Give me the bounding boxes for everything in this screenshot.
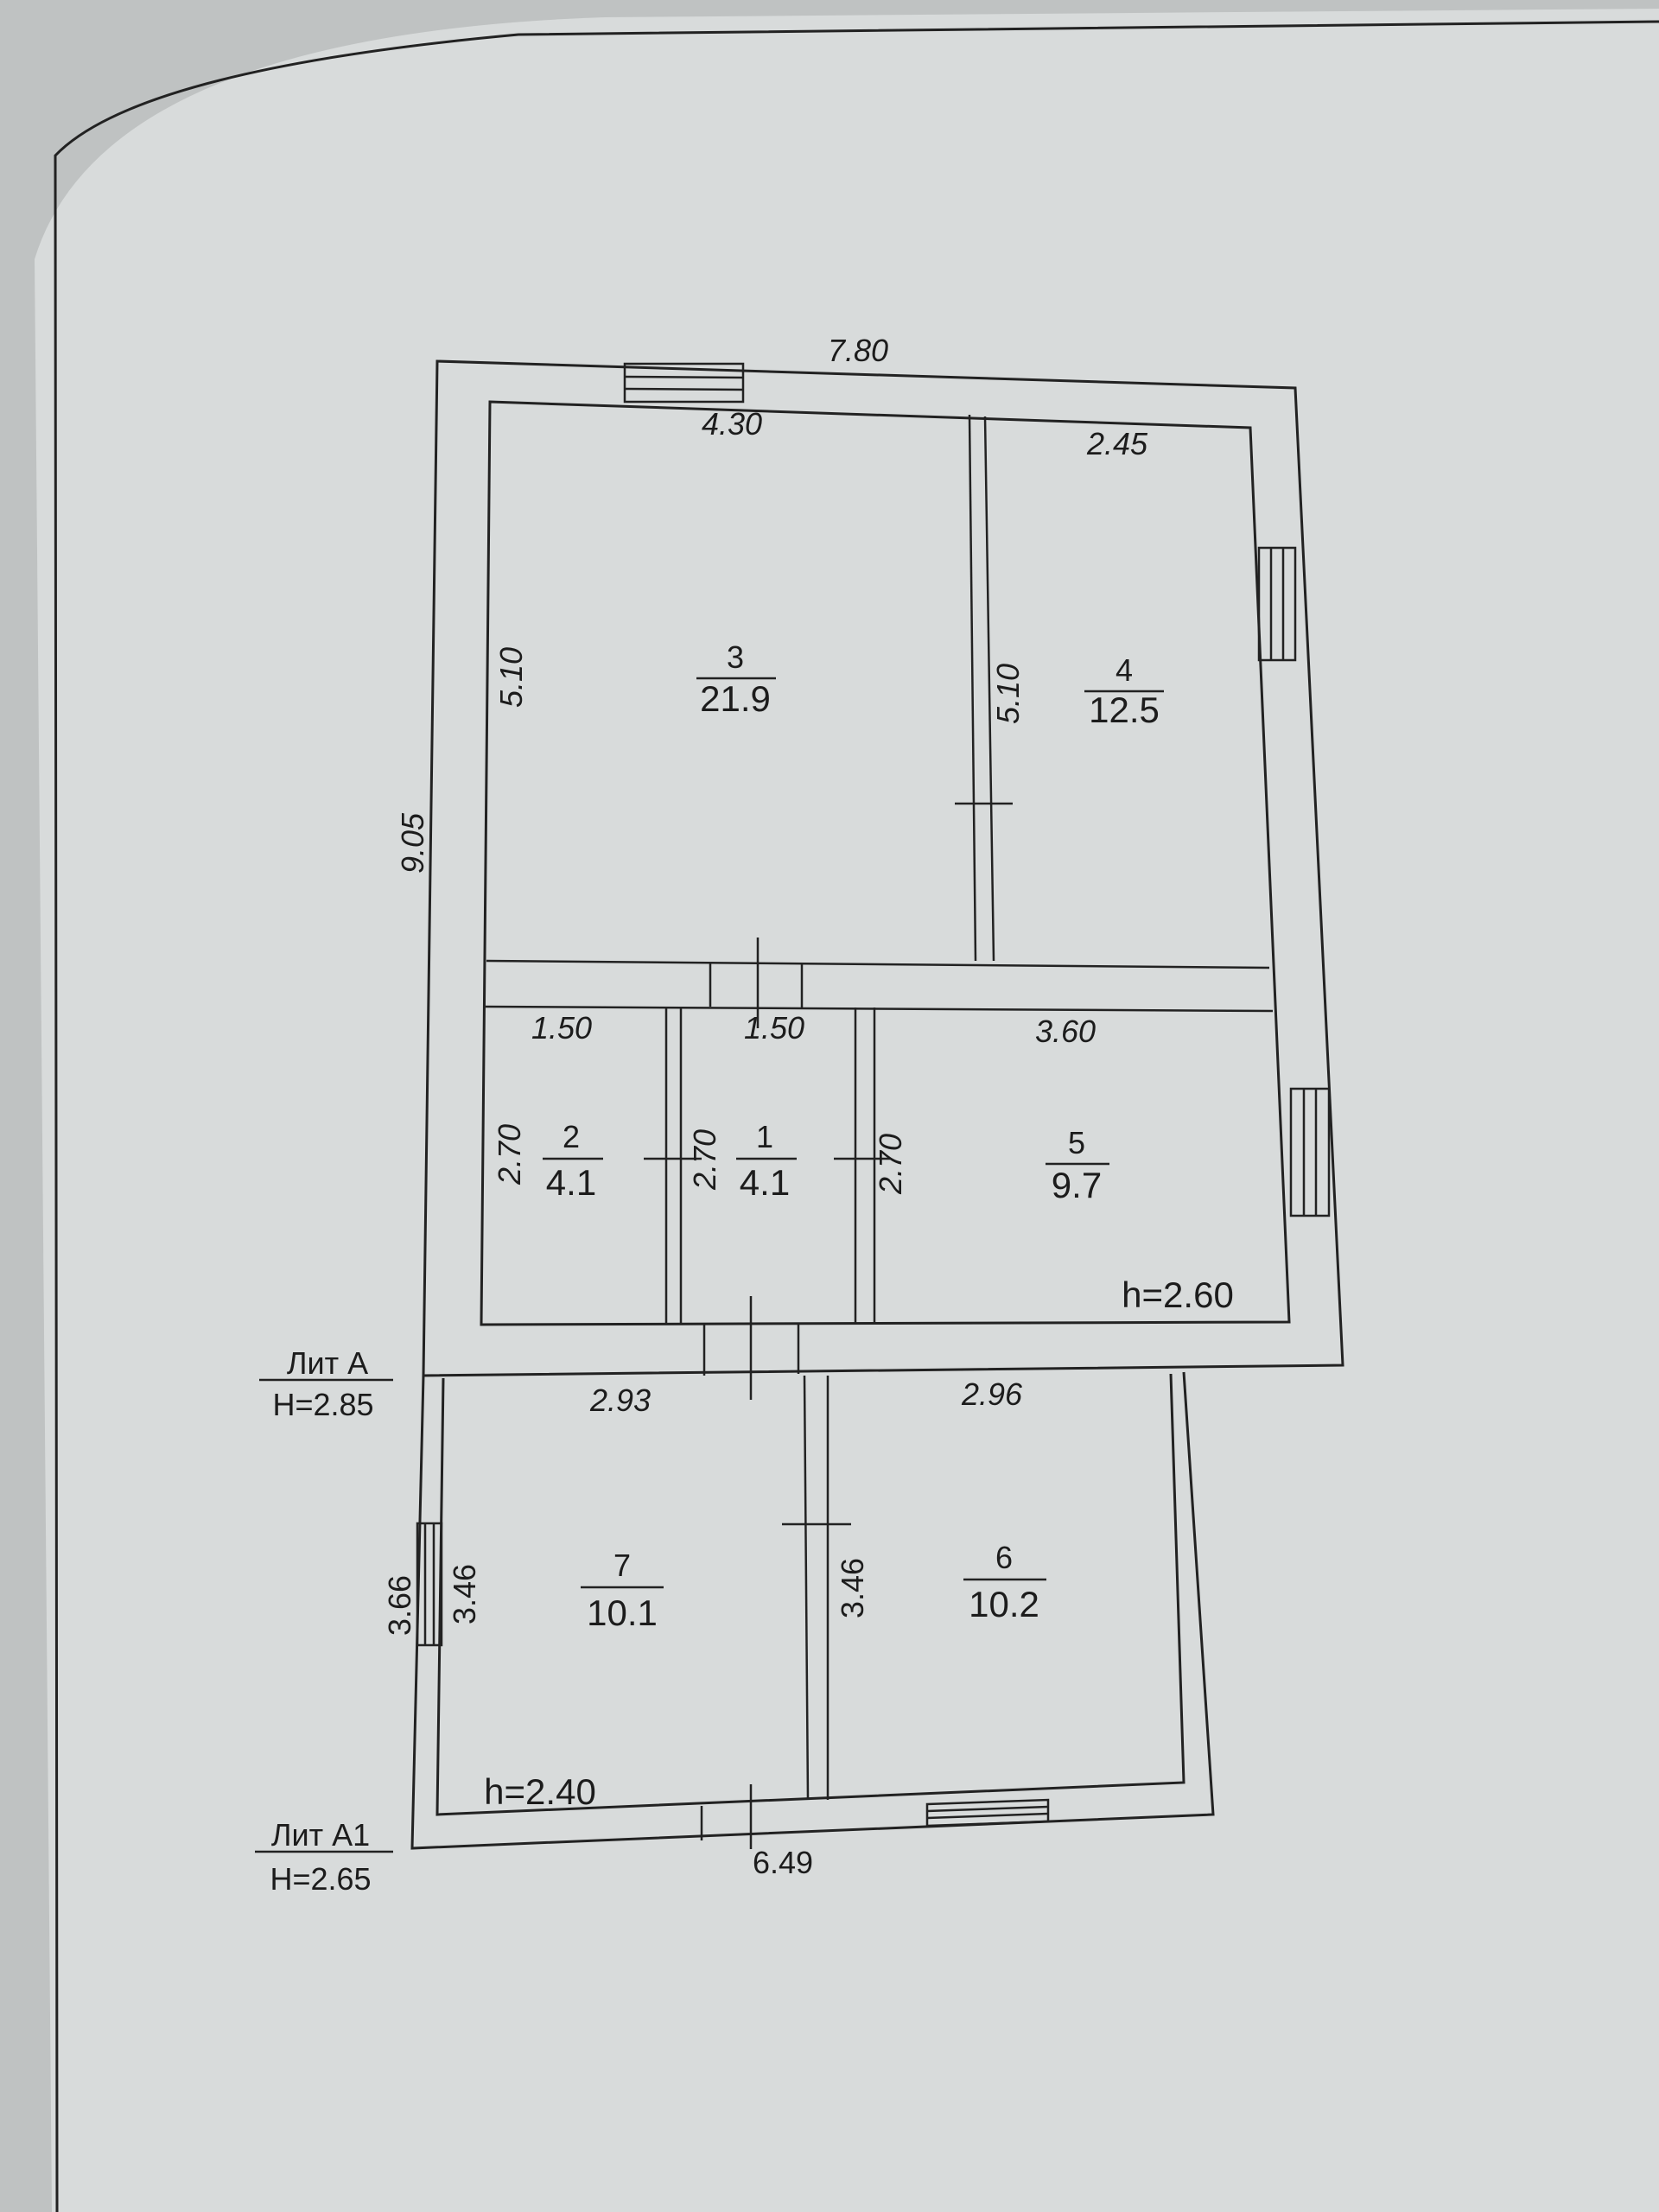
- room-4-width: 2.45: [1086, 426, 1148, 461]
- svg-text:10.1: 10.1: [587, 1592, 658, 1633]
- room-1-length: 2.70: [687, 1129, 722, 1191]
- room-1-width: 1.50: [744, 1010, 804, 1046]
- room-3-width: 4.30: [702, 406, 762, 442]
- svg-text:4: 4: [1116, 652, 1133, 688]
- window-lit-a1-bottom: [925, 1798, 1050, 1827]
- lit-a1-width: 6.49: [753, 1845, 813, 1880]
- lit-a-inner-wall: [480, 400, 1291, 1326]
- lit-a1-label: Лит А1: [271, 1817, 370, 1853]
- room-7-width: 2.93: [589, 1382, 651, 1418]
- lit-a1-height: H=2.65: [270, 1861, 371, 1897]
- lit-a-label: Лит А: [287, 1345, 368, 1381]
- window-room-5: [1289, 1087, 1331, 1217]
- corridor-wall-top: [486, 959, 1270, 969]
- page-border: [54, 20, 1659, 2212]
- room-4-label: 4 12.5: [1084, 652, 1164, 730]
- svg-text:2: 2: [563, 1119, 580, 1154]
- room-5-label: 5 9.7: [1046, 1125, 1109, 1205]
- room-6-label: 6 10.2: [963, 1540, 1046, 1624]
- room-6-width: 2.96: [961, 1376, 1023, 1412]
- room-2-label: 2 4.1: [543, 1119, 603, 1203]
- partition-3-4: [968, 414, 977, 962]
- lit-a-room-height: h=2.60: [1122, 1274, 1234, 1315]
- room-3-length: 5.10: [493, 647, 529, 708]
- partition-3-4: [983, 416, 995, 962]
- svg-text:5: 5: [1068, 1125, 1085, 1160]
- svg-text:6: 6: [995, 1540, 1013, 1575]
- room-2-width: 1.50: [531, 1010, 592, 1046]
- window-lit-a1-left: [416, 1522, 443, 1647]
- svg-text:9.7: 9.7: [1052, 1165, 1102, 1205]
- lit-a-height: H=2.85: [272, 1387, 373, 1422]
- svg-text:4.1: 4.1: [546, 1162, 596, 1203]
- room-6-length: 3.46: [835, 1558, 870, 1618]
- overall-width: 7.80: [828, 333, 888, 368]
- window-top: [623, 362, 745, 404]
- paper-sheet: [35, 9, 1659, 2212]
- lit-a1-length: 3.66: [382, 1575, 417, 1636]
- lit-a-outer-wall: [422, 359, 1344, 1377]
- room-3-label: 3 21.9: [696, 639, 776, 719]
- svg-text:4.1: 4.1: [740, 1162, 790, 1203]
- svg-text:10.2: 10.2: [969, 1584, 1039, 1624]
- room-5-width: 3.60: [1035, 1014, 1096, 1049]
- svg-text:3: 3: [727, 639, 744, 675]
- corridor-wall-bottom: [485, 1005, 1274, 1013]
- window-room-4: [1257, 546, 1297, 662]
- room-5-length: 2.70: [873, 1134, 908, 1195]
- room-7-label: 7 10.1: [581, 1548, 664, 1633]
- room-1-label: 1 4.1: [736, 1119, 797, 1203]
- svg-text:12.5: 12.5: [1089, 690, 1160, 730]
- overall-length: 9.05: [395, 812, 430, 874]
- room-2-length: 2.70: [492, 1124, 527, 1185]
- lit-a1-inner-wall: [435, 1373, 1185, 1816]
- svg-text:7: 7: [613, 1548, 631, 1583]
- svg-text:21.9: 21.9: [700, 678, 771, 719]
- room-7-length: 3.46: [447, 1564, 482, 1624]
- partition-7-6: [803, 1375, 810, 1801]
- room-4-length: 5.10: [990, 664, 1026, 724]
- svg-text:1: 1: [756, 1119, 773, 1154]
- lit-a1-room-height: h=2.40: [484, 1771, 596, 1812]
